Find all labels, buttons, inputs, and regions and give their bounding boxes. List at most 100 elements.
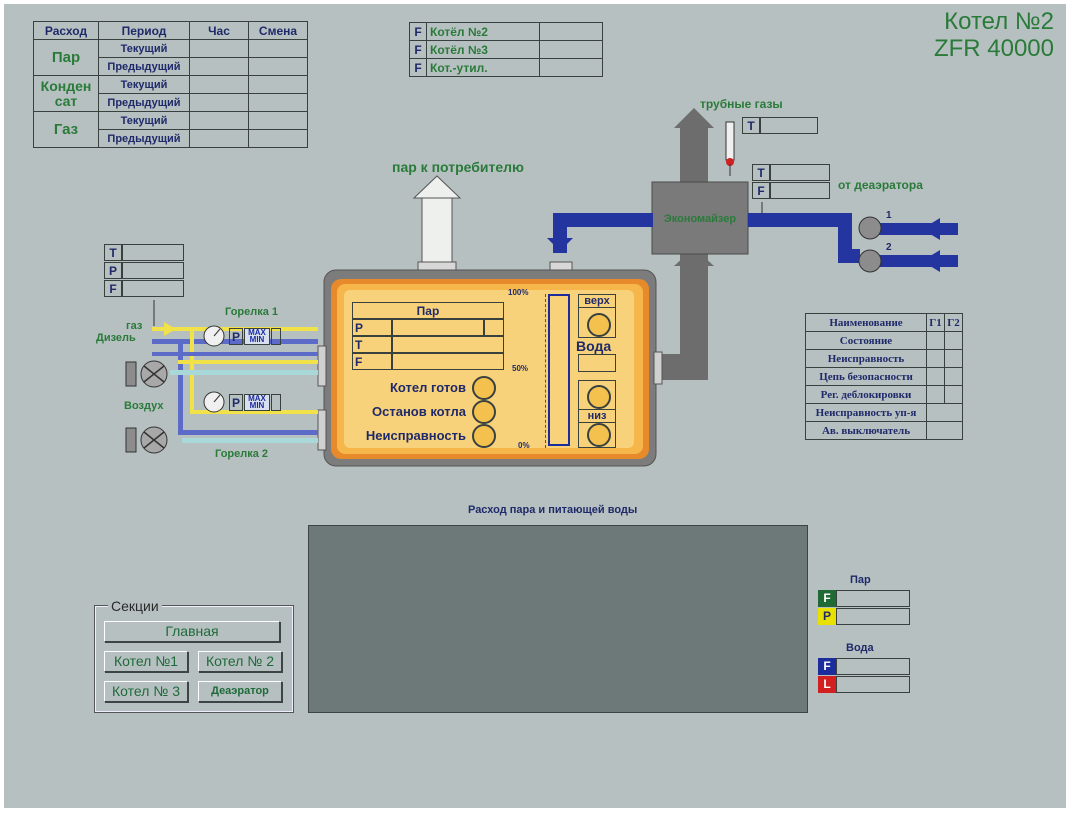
fan-1-blades xyxy=(143,365,165,383)
boiler-param-value xyxy=(392,336,504,353)
status-g1-cell xyxy=(926,367,945,386)
econ-t-label: T xyxy=(752,164,770,181)
left-f-value xyxy=(122,280,184,297)
chimney-pipe xyxy=(680,124,708,184)
burner2-port xyxy=(317,409,327,451)
level-water-label: Вода xyxy=(576,338,612,354)
boiler-name[interactable]: Котёл №3 xyxy=(426,40,540,59)
label-deaerator: от деаэратора xyxy=(838,178,923,192)
boiler-param-unit xyxy=(484,319,504,336)
economizer-label: Экономайзер xyxy=(664,213,736,225)
indicator-stop-label: Останов котла xyxy=(372,404,466,419)
level-mid-lamp xyxy=(587,385,611,409)
level-top-label: верх xyxy=(579,295,615,308)
main-section-button[interactable]: Главная xyxy=(104,621,280,642)
deaerator-button[interactable]: Деаэратор xyxy=(198,681,282,702)
status-wide-cell xyxy=(926,403,963,422)
gas-line-2 xyxy=(190,410,318,414)
gauge-2-needle xyxy=(213,394,221,403)
legend-water-l: L xyxy=(818,676,836,693)
status-g2-cell xyxy=(944,349,963,368)
diesel-line-mid xyxy=(152,352,318,356)
flow-chart-area[interactable] xyxy=(308,525,808,713)
status-row-label: Неисправность xyxy=(805,349,927,368)
flow-period: Предыдущий xyxy=(98,129,190,148)
flow-header-shift: Смена xyxy=(248,21,308,40)
level-scale-50: 50% xyxy=(512,364,529,373)
legend-steam-p-value xyxy=(836,608,910,625)
chart-title: Расход пара и питающей воды xyxy=(468,504,638,516)
label-burner2: Горелка 2 xyxy=(215,448,269,460)
flow-period: Текущий xyxy=(98,75,190,94)
economizer-box xyxy=(651,181,749,255)
econ-t-value xyxy=(770,164,830,181)
level-scale-100: 100% xyxy=(508,288,529,297)
left-f-label: F xyxy=(104,280,122,297)
steam-outlet-arrow xyxy=(412,175,462,199)
status-g1-cell xyxy=(926,331,945,350)
feed-arrow-1 xyxy=(922,218,940,240)
boilers-table: F Котёл №2 F Котёл №3 F Кот.-утил. xyxy=(409,22,603,77)
boiler-steam-table: Пар P T F xyxy=(352,302,504,370)
left-t-value xyxy=(122,244,184,261)
pump-2[interactable] xyxy=(858,249,882,273)
feedwater-pipe-right xyxy=(748,213,852,227)
flow-header-rashod: Расход xyxy=(33,21,99,40)
left-p-label: P xyxy=(104,262,122,279)
status-g2-cell xyxy=(944,385,963,404)
min-label: MIN xyxy=(249,335,265,344)
boiler3-button[interactable]: Котел № 3 xyxy=(104,681,188,702)
flue-arrow xyxy=(674,248,714,266)
boiler-steam-title: Пар xyxy=(352,302,504,319)
legend-water-f-value xyxy=(836,658,910,675)
boiler2-button[interactable]: Котел № 2 xyxy=(198,651,282,672)
status-row-label: Ав. выключатель xyxy=(805,421,927,440)
pipe-gas-t-label: T xyxy=(742,117,760,134)
burner1-status xyxy=(271,328,281,345)
label-steam-out: пар к потребителю xyxy=(392,159,524,175)
indicator-fault-label: Неисправность xyxy=(365,428,466,443)
level-scale-0: 0% xyxy=(518,441,530,450)
status-table: Наименование Г1 Г2 Состояние Неисправнос… xyxy=(805,313,963,440)
page-title: Котел №2 ZFR 40000 xyxy=(854,8,1054,62)
status-wide-cell xyxy=(926,421,963,440)
level-low-label: низ xyxy=(579,409,615,423)
pump-1[interactable] xyxy=(858,216,882,240)
burner1-p: P xyxy=(229,328,243,345)
fan-1-motor xyxy=(125,361,137,387)
label-air: Воздух xyxy=(124,400,164,412)
level-low-box: низ xyxy=(578,380,616,448)
pipe-gas-t-value xyxy=(760,117,818,134)
legend-water-l-value xyxy=(836,676,910,693)
gas-line-1 xyxy=(152,327,318,331)
burner2-p: P xyxy=(229,394,243,411)
scada-screen: Расход Период Час Смена Пар Текущий Пред… xyxy=(4,4,1066,808)
boiler-param-t: T xyxy=(352,336,392,353)
pump1-feed-pipe xyxy=(878,223,958,235)
status-g1-cell xyxy=(926,385,945,404)
diesel-line-1 xyxy=(152,339,318,344)
legend-steam-f-value xyxy=(836,590,910,607)
status-header-g1: Г1 xyxy=(926,313,945,332)
status-header-g2: Г2 xyxy=(944,313,963,332)
flow-row-condensate: Конден сат xyxy=(33,75,99,112)
label-diesel: Дизель xyxy=(96,332,136,344)
flow-table: Расход Период Час Смена Пар Текущий Пред… xyxy=(33,21,308,148)
sections-title: Секции xyxy=(108,598,162,614)
boiler-param-p: P xyxy=(352,319,392,336)
indicator-stop-lamp xyxy=(472,400,496,424)
status-row-label: Неисправность уп-я xyxy=(805,403,927,422)
boiler-name[interactable]: Кот.-утил. xyxy=(426,58,540,77)
pump2-label: 2 xyxy=(886,242,892,253)
boiler1-button[interactable]: Котел №1 xyxy=(104,651,188,672)
flow-value xyxy=(248,129,308,148)
status-row-label: Состояние xyxy=(805,331,927,350)
fan-2-motor xyxy=(125,427,137,453)
boiler-param-f: F xyxy=(352,353,392,370)
level-top-lamp xyxy=(587,313,611,337)
status-g2-cell xyxy=(944,367,963,386)
feedwater-nozzle xyxy=(549,261,573,271)
indicator-ready-label: Котел готов xyxy=(389,380,466,395)
